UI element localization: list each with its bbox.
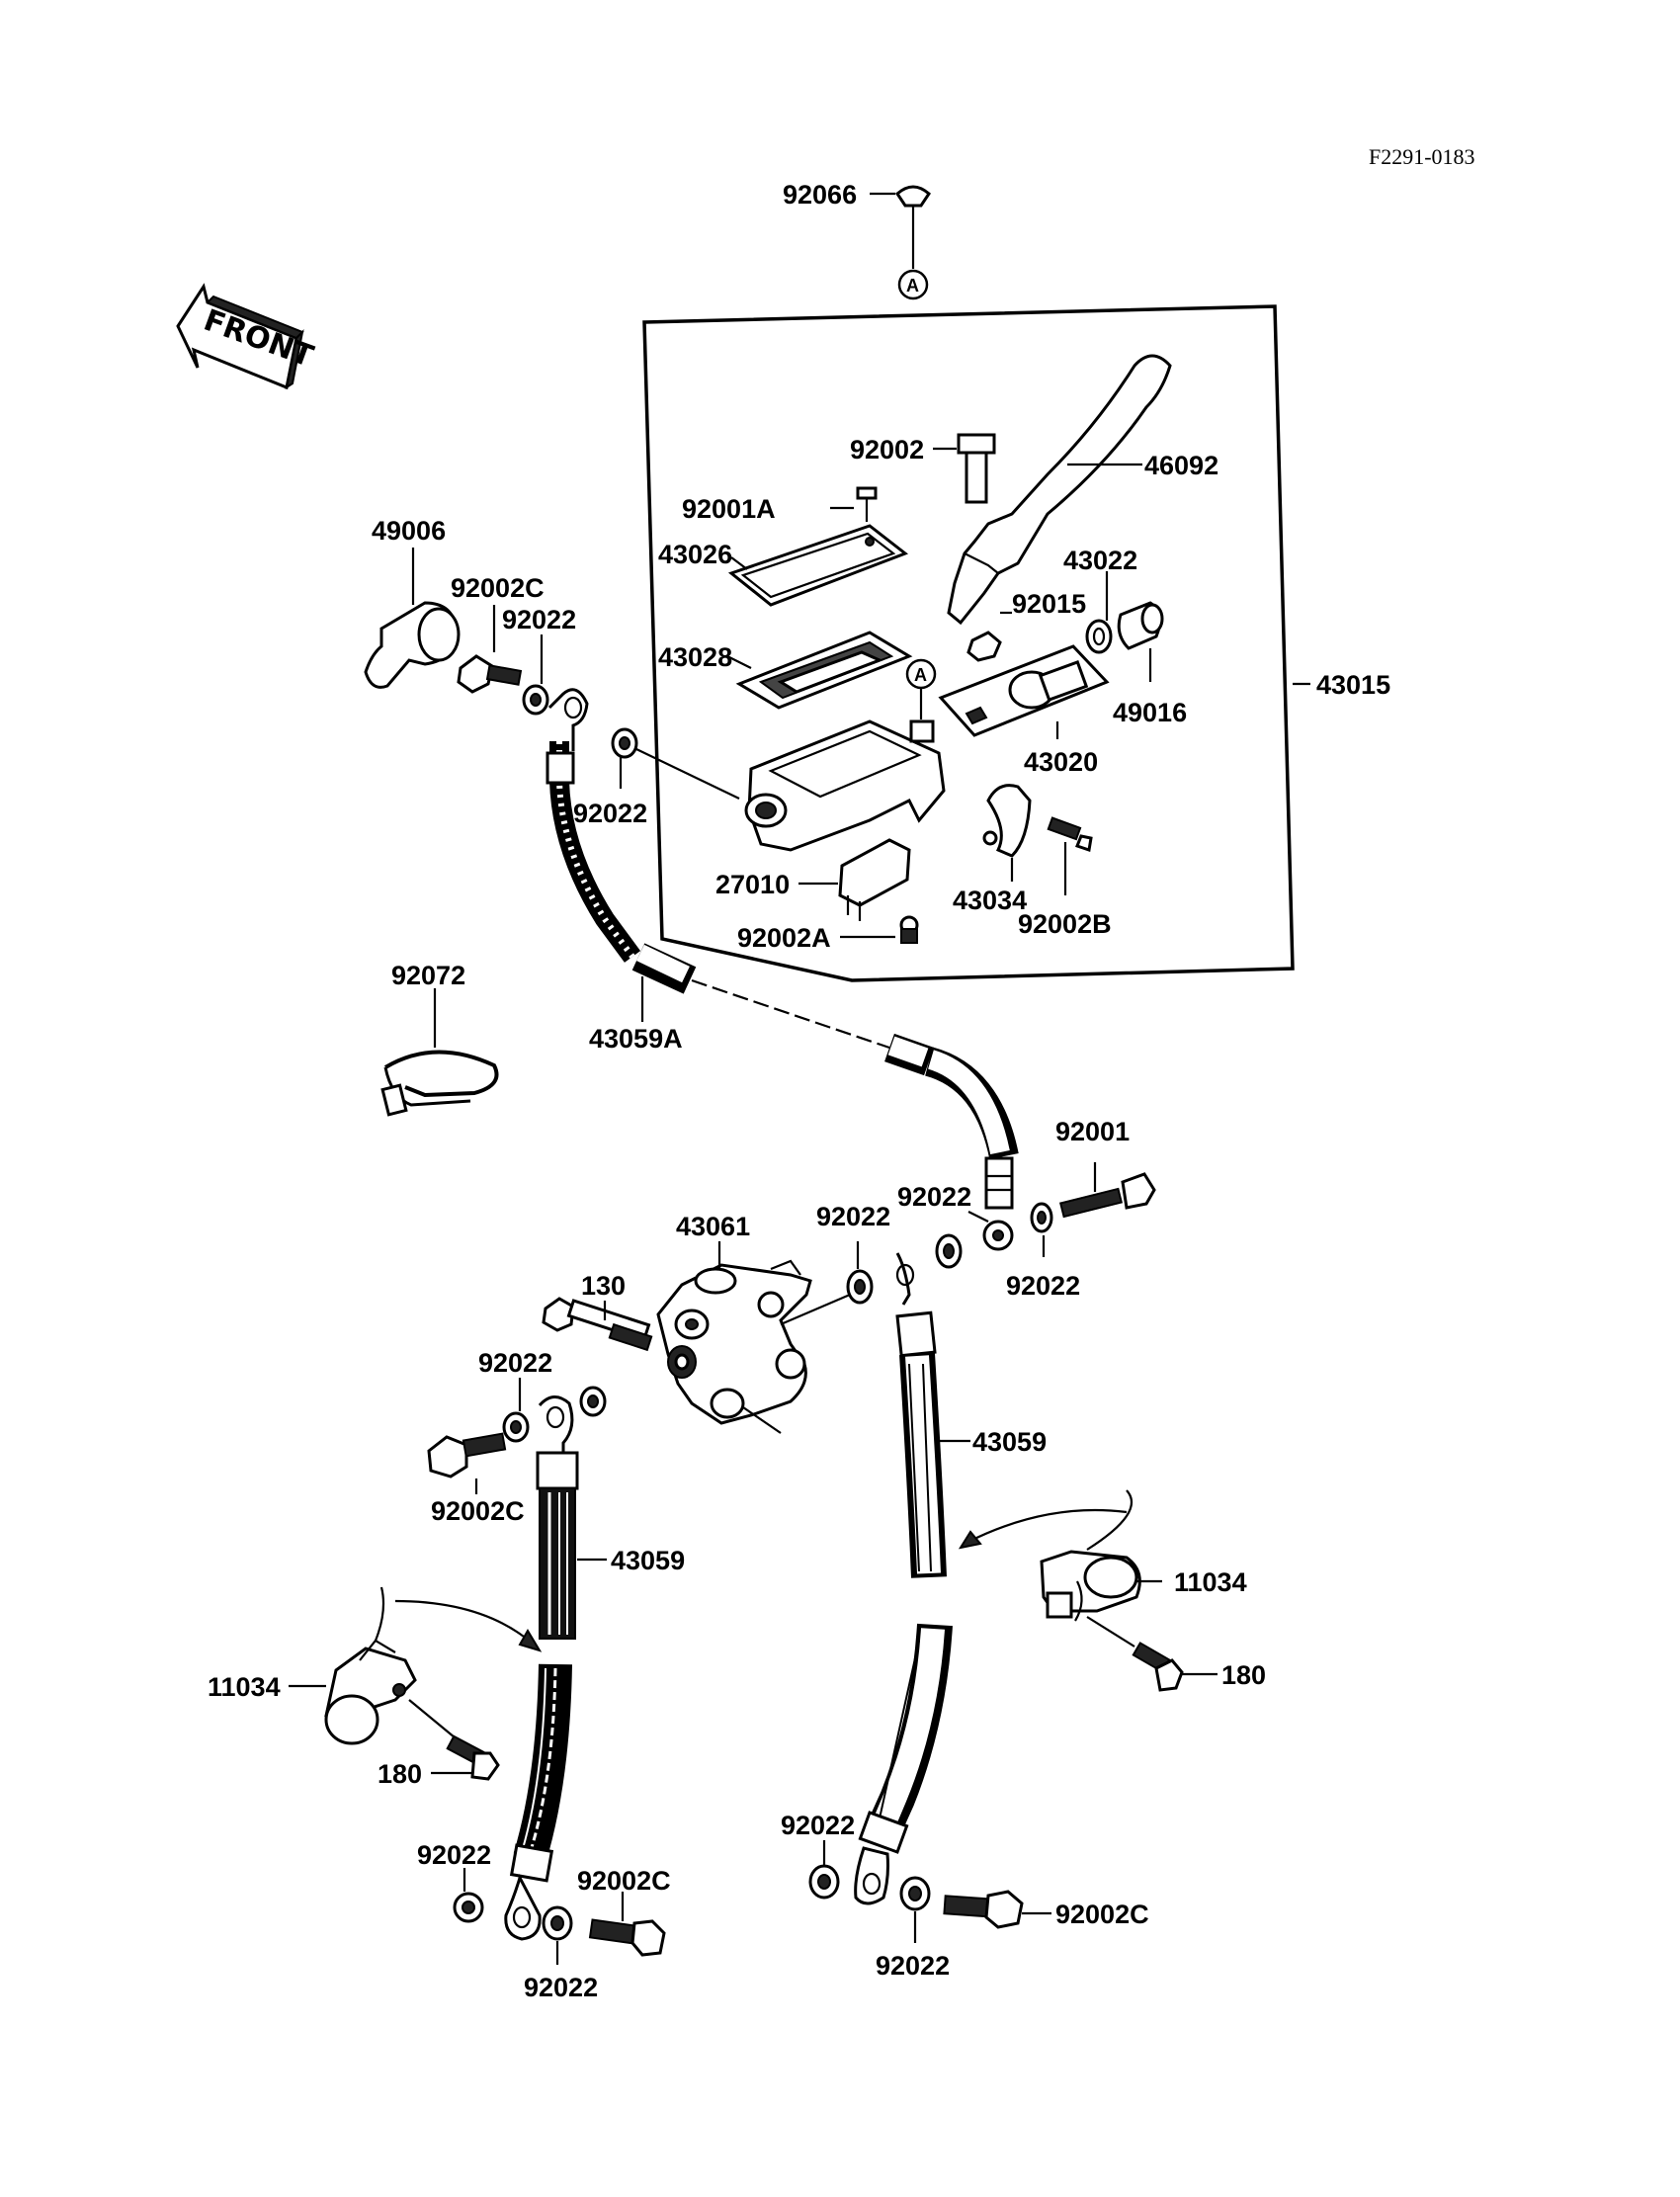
label-92066: 92066 — [783, 180, 857, 210]
marker-a-mid-icon: A — [905, 658, 937, 719]
label-92022-r1: 92022 — [897, 1182, 971, 1212]
label-46092: 46092 — [1144, 451, 1218, 480]
label-92002A: 92002A — [737, 923, 831, 953]
label-43061: 43061 — [676, 1212, 750, 1241]
bolt-92001-icon — [1058, 1172, 1156, 1219]
clamp-11034-left-icon — [324, 1586, 543, 1745]
label-43059-l: 43059 — [611, 1546, 685, 1575]
label-92001A: 92001A — [682, 494, 776, 524]
marker-a-icon: A — [897, 269, 929, 300]
label-92002C-bl: 92002C — [577, 1866, 671, 1896]
cap-49006-icon — [364, 601, 461, 689]
washers-right-upper-icon — [846, 1202, 1053, 1305]
label-92002B: 92002B — [1018, 909, 1112, 939]
hose-43059-left-lower-icon — [504, 1663, 572, 1941]
label-43026: 43026 — [658, 540, 732, 569]
label-180-l: 180 — [378, 1759, 422, 1789]
bolt-180-right-icon — [1086, 1616, 1184, 1692]
bolt-130-icon — [542, 1297, 653, 1352]
label-92022-br2: 92022 — [876, 1951, 950, 1981]
clamp-11034-right-icon — [958, 1489, 1141, 1622]
label-92022-bl1: 92022 — [417, 1840, 491, 1870]
label-92022-bl2: 92022 — [524, 1973, 598, 2002]
band-92072-icon — [380, 1050, 499, 1117]
reservoir-cap-43026-icon — [727, 524, 909, 607]
diagram-code: F2291-0183 — [1369, 144, 1475, 169]
label-43028: 43028 — [658, 642, 732, 672]
label-92002C-br: 92002C — [1055, 1900, 1149, 1929]
label-92002C-top: 92002C — [451, 573, 545, 603]
svg-text:A: A — [906, 276, 919, 296]
banjo-left-icon — [427, 1386, 607, 1479]
joint-43061-icon — [656, 1259, 851, 1434]
label-92001: 92001 — [1055, 1117, 1130, 1146]
banjo-bolt-top-icon — [457, 654, 638, 759]
label-27010: 27010 — [715, 870, 790, 899]
label-92022-r2: 92022 — [816, 1202, 890, 1231]
hose-43059-right-icon — [895, 1252, 947, 1578]
label-43034: 43034 — [953, 886, 1027, 915]
assembly-frame-43015 — [642, 304, 1295, 982]
label-92022-l1: 92022 — [478, 1348, 552, 1378]
diaphragm-43028-icon — [735, 631, 913, 710]
label-43059A: 43059A — [589, 1024, 683, 1054]
nut-92015-icon — [966, 631, 1002, 662]
label-92022-mid: 92022 — [573, 799, 647, 828]
label-92022-top: 92022 — [502, 605, 576, 634]
label-43022: 43022 — [1063, 546, 1137, 575]
bolt-92002b-icon — [1047, 816, 1093, 852]
label-180-r: 180 — [1221, 1660, 1266, 1690]
clamp-43034-icon — [982, 784, 1032, 858]
label-11034-l: 11034 — [208, 1672, 281, 1702]
boot-49016-icon — [1117, 601, 1164, 650]
switch-27010-icon — [838, 838, 911, 921]
label-92015: 92015 — [1012, 589, 1086, 619]
bolt-180-left-icon — [408, 1699, 500, 1781]
label-92002C-l: 92002C — [431, 1496, 525, 1526]
label-92002: 92002 — [850, 435, 924, 465]
label-130: 130 — [581, 1271, 626, 1301]
ring-43022-icon — [1085, 619, 1113, 654]
washers-bottom-left-icon — [453, 1892, 666, 1957]
label-49016: 49016 — [1113, 698, 1187, 727]
label-43020: 43020 — [1024, 747, 1098, 777]
washers-bottom-right-icon — [808, 1864, 1024, 1929]
label-92072: 92072 — [391, 961, 465, 990]
label-49006: 49006 — [372, 516, 446, 546]
hose-43059a-icon — [546, 741, 1019, 1251]
front-arrow-icon: FRONT — [176, 283, 318, 390]
label-92022-br1: 92022 — [781, 1811, 855, 1840]
label-11034-r: 11034 — [1174, 1567, 1247, 1597]
label-43015: 43015 — [1316, 670, 1390, 700]
bolt-92002-icon — [957, 433, 996, 504]
screw-92001a-icon — [856, 486, 878, 522]
svg-text:A: A — [914, 665, 927, 685]
screw-92002a-icon — [899, 915, 919, 944]
label-92022-r3: 92022 — [1006, 1271, 1080, 1301]
part-92066-icon — [870, 185, 931, 269]
master-cylinder-body-icon — [744, 719, 946, 852]
lever-46092-icon — [947, 354, 1172, 626]
hose-43059-right-lower-icon — [854, 1623, 953, 1905]
label-43059-r: 43059 — [972, 1427, 1047, 1457]
piston-kit-43020-icon — [938, 644, 1110, 737]
hose-43059-left-icon — [536, 1451, 579, 1640]
